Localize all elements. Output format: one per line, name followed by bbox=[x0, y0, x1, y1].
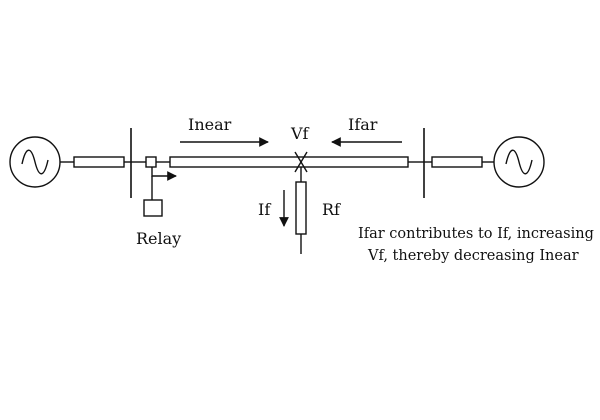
left-source-icon bbox=[9, 136, 61, 188]
if-label: If bbox=[258, 200, 271, 219]
right-source-impedance bbox=[431, 156, 483, 168]
right-source-icon bbox=[493, 136, 545, 188]
rf-label: Rf bbox=[322, 200, 341, 219]
fault-resistor bbox=[295, 181, 307, 235]
vf-label: Vf bbox=[290, 124, 310, 143]
transmission-line bbox=[169, 156, 409, 168]
breaker-box bbox=[145, 156, 157, 168]
ifar-label: Ifar bbox=[348, 115, 378, 134]
note-line-1: Ifar contributes to If, increasing bbox=[358, 226, 594, 242]
relay-box bbox=[143, 199, 163, 217]
fault-cross-icon bbox=[294, 151, 308, 173]
relay-label: Relay bbox=[136, 229, 181, 248]
left-source-impedance bbox=[73, 156, 125, 168]
note-line-2: Vf, thereby decreasing Inear bbox=[367, 248, 579, 264]
inear-label: Inear bbox=[188, 115, 232, 134]
ct-to-relay-arrow bbox=[151, 167, 177, 181]
